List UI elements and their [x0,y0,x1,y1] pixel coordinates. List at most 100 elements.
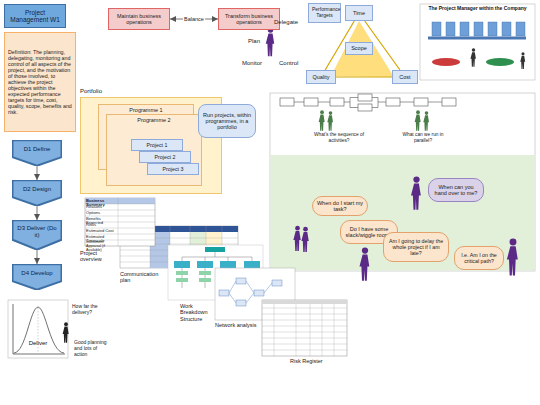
drawing-part [38,308,39,353]
drawing-part [411,176,421,209]
drawing-part [271,155,535,271]
node-text: D1 Define [15,146,59,153]
text-label: Options [86,211,118,216]
target-box: Cost [392,70,418,84]
chevron-shape [12,264,62,290]
edge-label: Balance [183,16,205,22]
text-label: What can we run in parallel? [398,132,448,143]
drawing-part [470,48,525,69]
speech-bubble: I.e. Am I on the critical path? [454,246,504,270]
drawing-part [474,22,483,36]
drawing-part [176,278,188,282]
programme-box: Programme 2Project 1Project 2Project 3 [106,114,202,186]
node-text: Portfolio [80,88,222,95]
drawing-part [460,22,469,36]
drawing-part [319,110,325,130]
text-label: What's the sequence of activities? [314,132,364,143]
text-label: Delegate [274,19,306,26]
text-label: Deliver [26,340,50,347]
drawing-part [236,278,246,284]
connector [336,76,392,77]
connector [37,166,38,180]
node-text: Project 2 [143,154,187,160]
drawing-part [358,104,372,111]
text-label: How far the delivery? [72,304,102,316]
drawing-part [319,110,429,130]
drawing-part [85,198,155,246]
drawing-part [488,22,497,36]
chevron-shape [12,180,62,206]
drawing-part [236,300,246,306]
drawing-part [423,111,429,130]
node-text: I.e. Am I on the critical path? [458,252,500,264]
drawing-part [199,271,211,275]
drawing-part [13,304,65,354]
drawing-part [85,198,155,246]
node-text: When do I start my task? [316,200,364,213]
connector [37,250,38,264]
connector [37,206,38,220]
text-label: Network analysis [215,322,259,328]
operations-box: Maintain business operations [108,8,170,30]
stage-chevron: D3 Deliver (Do it) [12,220,62,250]
drawing-part [293,176,517,280]
drawing-part [516,22,525,36]
project-overview-table [85,198,155,246]
drawing-part [219,290,229,296]
drawing-part [415,110,421,130]
drawing-part [280,94,456,111]
node-text: Maintain business operations [112,13,166,26]
text-label: Control [279,60,305,67]
network-region [270,93,535,281]
node-text: When can you hand over to me? [432,184,480,197]
drawing-part [220,261,236,268]
node-text: D3 Deliver (Do it) [15,225,59,239]
node-text: Time [349,10,369,16]
drawing-part [176,271,188,275]
chevron-outline [13,180,62,205]
drawing-part [262,300,347,304]
title-box: Project Management W1 [4,4,66,28]
text-label: Estimated Cost [86,229,118,234]
project-box: Project 2 [139,151,191,163]
text-label: The Project Manager within the Company [423,6,532,12]
drawing-part [294,98,442,108]
node-text: Programme 1 [102,107,190,113]
chevron-shape [12,140,62,166]
drawing-part [262,300,347,356]
drawing-part [205,247,225,252]
text-label: Project overview [80,250,118,263]
drawing-part [301,227,308,252]
drawing-part [507,239,518,276]
operations-box: Transform business operations [218,8,280,30]
drawing-part [14,307,64,353]
drawing-part [174,261,260,268]
node-text: Am I going to delay the whole project if… [387,238,445,256]
drawing-part [446,22,455,36]
node-text: Definition: The planning, delegating, mo… [8,49,72,116]
drawing-part [470,48,475,67]
node-text: Run projects, within programmes, in a po… [202,112,252,131]
drawing-part [330,98,344,106]
speech-bubble: Am I going to delay the whole project if… [383,232,449,262]
drawing-part [266,27,274,56]
chevron-outline [13,220,62,249]
drawing-part [359,247,369,280]
company-picture [420,4,535,80]
node-text: D2 Design [15,186,59,193]
drawing-part [63,322,69,342]
text-label: Risks [86,223,118,228]
drawing-part [520,52,525,69]
speech-bubble: When can you hand over to me? [428,178,484,202]
chevron-outline [13,264,62,289]
drawing-part [304,98,318,106]
node-text: Transform business operations [222,13,276,26]
drawing-part [358,94,372,101]
drawing-part [414,98,428,106]
drawing-part [197,261,213,268]
drawing-part [432,22,525,36]
drawing-part [8,300,68,358]
risk-register [262,300,347,356]
text-label: Good planning and lots of action [74,340,108,357]
drawing-part [270,93,535,271]
